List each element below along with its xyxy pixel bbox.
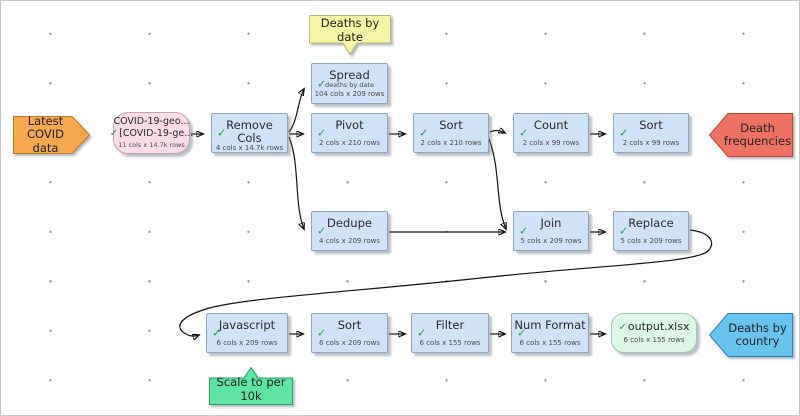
tab-up-shape (209, 367, 293, 405)
arrow-left-shape (709, 313, 793, 357)
connector-sort1-to-count (489, 130, 505, 133)
connector-replace-to-javascript (179, 229, 713, 336)
note-deaths-by-date[interactable]: Deaths by date (309, 15, 391, 55)
note-scale-to-per-10k[interactable]: Scale to per 10k (209, 367, 293, 405)
check-icon: ✓ (519, 126, 529, 140)
note-death-frequencies[interactable]: Death frequencies (709, 113, 793, 157)
node-dimensions: 6 cols x 155 rows (419, 338, 481, 347)
node-javascript[interactable]: ✓ Javascript 6 cols x 209 rows (206, 313, 288, 353)
node-dimensions: 6 cols x 155 rows (519, 338, 581, 347)
node-dimensions: 104 cols x 209 rows (314, 89, 385, 98)
node-dimensions: 6 cols x 209 rows (216, 338, 278, 347)
node-dimensions: 5 cols x 209 rows (620, 236, 682, 245)
tab-down-shape (309, 15, 391, 55)
node-title: Sort (639, 118, 663, 132)
node-output-file[interactable]: ✓output.xlsx 6 cols x 155 rows (611, 313, 697, 353)
node-remove-cols[interactable]: ✓ Remove Cols 4 cols x 14.7k rows (211, 113, 288, 153)
node-title: Count (533, 118, 569, 132)
node-sort-3[interactable]: ✓ Sort 6 cols x 209 rows (311, 313, 388, 353)
node-sort-1[interactable]: ✓ Sort 2 cols x 210 rows (413, 113, 489, 153)
node-replace[interactable]: ✓ Replace 5 cols x 209 rows (613, 211, 689, 251)
node-spread[interactable]: ✓ Spread deaths by date 104 cols x 209 r… (311, 63, 388, 104)
node-title: Filter (435, 318, 465, 332)
node-dimensions: 2 cols x 99 rows (622, 138, 680, 147)
node-title: Join (540, 216, 562, 230)
node-dimensions: 2 cols x 99 rows (522, 138, 580, 147)
node-dimensions: 2 cols x 210 rows (319, 138, 380, 147)
node-dimensions: 2 cols x 210 rows (420, 138, 482, 147)
node-count[interactable]: ✓ Count 2 cols x 99 rows (513, 113, 589, 153)
check-icon: ✓ (519, 224, 529, 238)
arrow-right-shape (13, 116, 90, 154)
check-icon: ✓ (317, 224, 327, 238)
note-label: Deaths by country (728, 320, 787, 348)
node-join[interactable]: ✓ Join 5 cols x 209 rows (513, 211, 589, 251)
node-title: Sort (439, 118, 463, 132)
check-icon: ✓ (212, 326, 222, 340)
note-deaths-by-country[interactable]: Deaths by country (709, 313, 793, 357)
input-file-name-1: COVID-19-geo... (113, 115, 190, 127)
node-title: Sort (337, 318, 362, 332)
check-icon: ✓ (618, 322, 627, 334)
output-file-name: ✓output.xlsx (618, 320, 690, 334)
node-title: Replace (628, 216, 674, 230)
node-dimensions: 6 cols x 209 rows (319, 338, 380, 347)
node-title: Pivot (335, 118, 364, 132)
check-icon: ✓ (619, 126, 629, 140)
node-dimensions: 6 cols x 155 rows (623, 336, 685, 345)
node-title: Spread (329, 68, 370, 82)
connector-removecols-to-spread (288, 89, 304, 133)
node-dimensions: 4 cols x 14.7k rows (215, 144, 284, 153)
connector-sort1-to-join (488, 138, 506, 229)
check-icon: ✓ (419, 126, 429, 140)
node-title: Javascript (218, 318, 276, 332)
connector-removecols-to-dedupe (288, 136, 304, 229)
node-dimensions: 5 cols x 209 rows (520, 236, 582, 245)
node-note-line: deaths by date (325, 81, 374, 90)
node-title: Remove Cols (226, 118, 273, 145)
check-icon: ✓ (619, 224, 629, 238)
node-filter[interactable]: ✓ Filter 6 cols x 155 rows (411, 313, 489, 353)
note-label: Deaths by date (320, 16, 380, 44)
node-dimensions: 11 cols x 14.7k rows (118, 140, 185, 149)
node-sort-2[interactable]: ✓ Sort 2 cols x 99 rows (613, 113, 689, 153)
check-icon: ✓ (317, 126, 327, 140)
arrow-left-shape (709, 113, 793, 157)
node-num-format[interactable]: ✓ Num Format 6 cols x 155 rows (511, 313, 589, 353)
check-icon: ✓ (109, 127, 119, 139)
check-icon: ✓ (217, 126, 227, 140)
note-latest-covid-data[interactable]: Latest COVID data (13, 114, 90, 155)
node-dedupe[interactable]: ✓ Dedupe 4 cols x 209 rows (311, 211, 388, 251)
note-label: Latest COVID data (27, 114, 64, 155)
note-label: Scale to per 10k (216, 375, 286, 403)
check-icon: ✓ (517, 326, 527, 340)
node-title: Num Format (514, 318, 586, 332)
input-file-name-2: ✓[COVID-19-ge... (109, 127, 194, 139)
node-pivot[interactable]: ✓ Pivot 2 cols x 210 rows (311, 113, 388, 153)
node-title: Dedupe (327, 216, 372, 230)
node-input-file[interactable]: COVID-19-geo... ✓[COVID-19-ge... 11 cols… (110, 112, 193, 154)
check-icon: ✓ (317, 76, 327, 90)
note-label: Death frequencies (723, 120, 792, 148)
check-icon: ✓ (417, 326, 427, 340)
node-dimensions: 4 cols x 209 rows (319, 236, 380, 245)
check-icon: ✓ (317, 326, 327, 340)
